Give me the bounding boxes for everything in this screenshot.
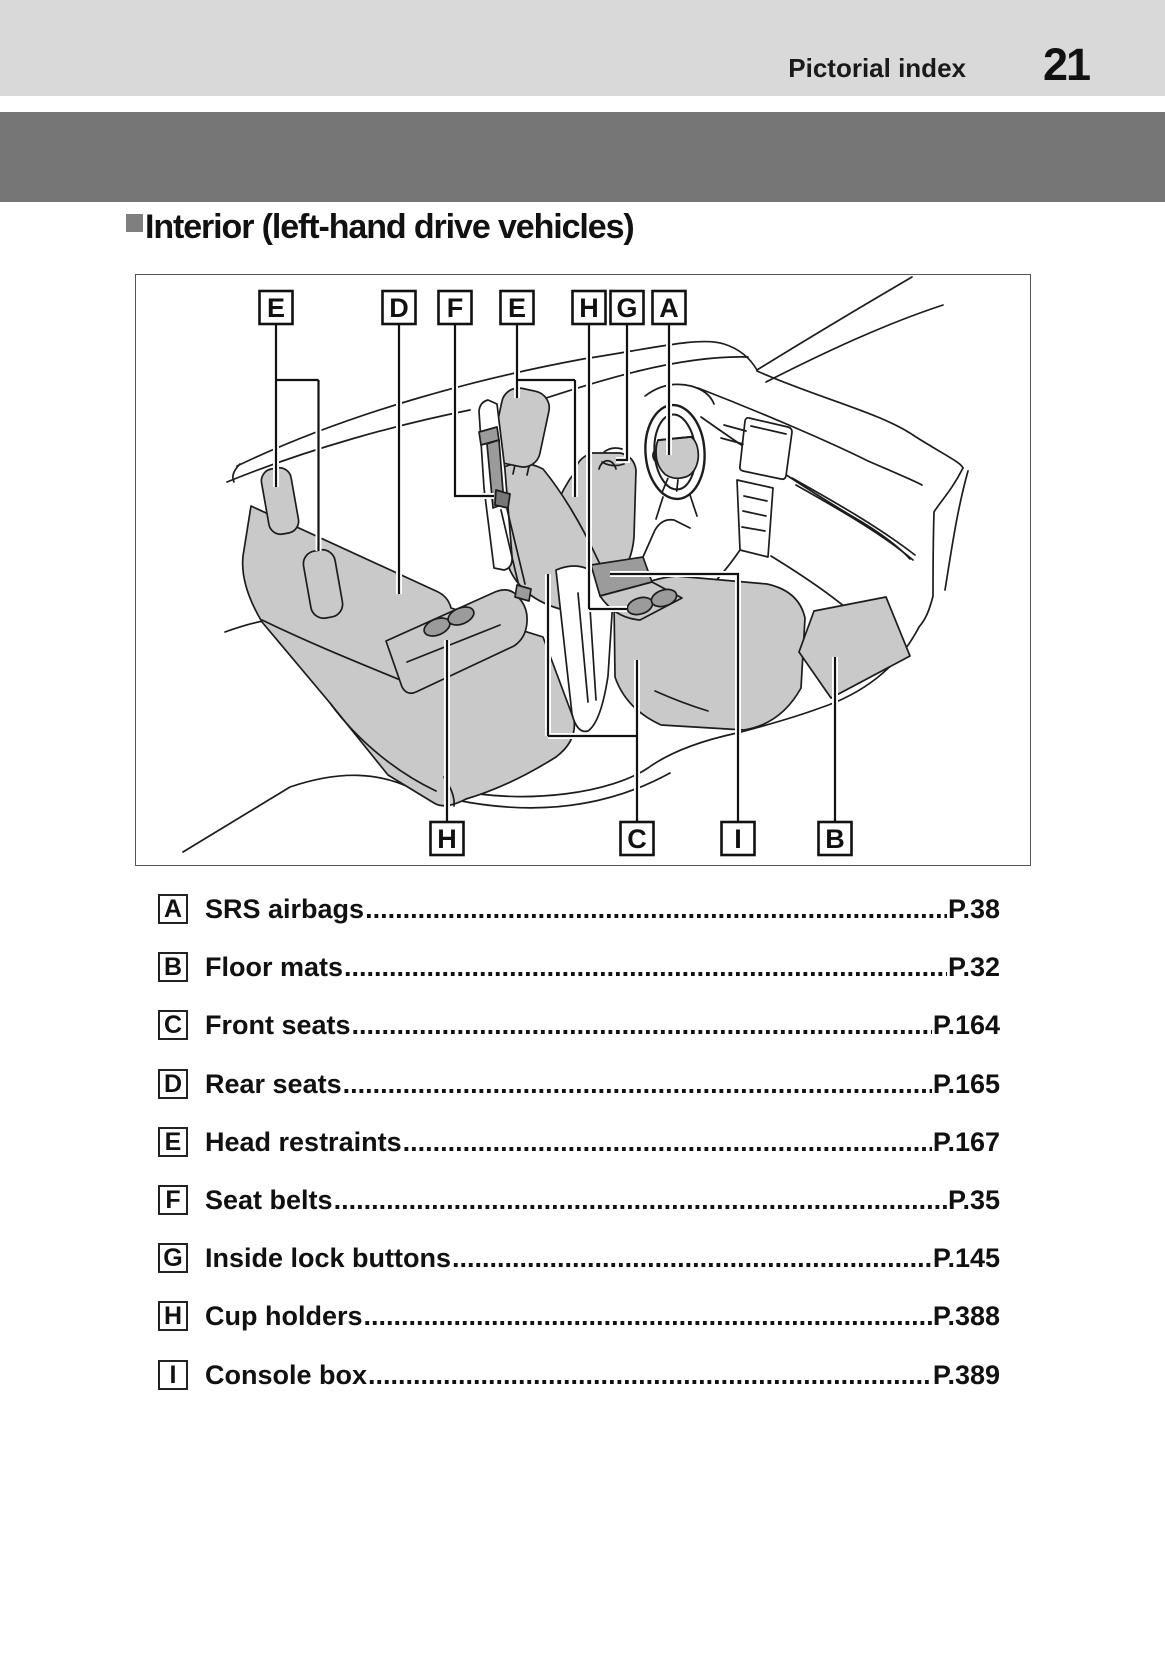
svg-text:D: D xyxy=(389,293,409,323)
svg-text:H: H xyxy=(579,293,599,323)
svg-text:I: I xyxy=(734,824,742,854)
svg-text:E: E xyxy=(508,293,526,323)
svg-text:C: C xyxy=(627,824,647,854)
svg-text:B: B xyxy=(825,824,845,854)
svg-text:H: H xyxy=(437,824,457,854)
svg-text:G: G xyxy=(616,293,637,323)
svg-text:A: A xyxy=(659,293,679,323)
svg-text:E: E xyxy=(267,293,285,323)
svg-text:F: F xyxy=(447,293,464,323)
